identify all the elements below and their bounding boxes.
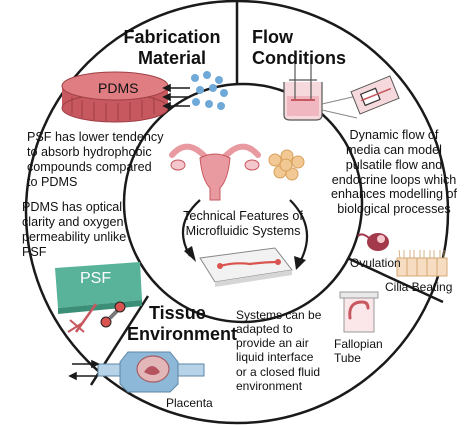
- inner-arrow-left: [181, 199, 201, 262]
- fabrication-title-line2: Material: [137, 48, 207, 69]
- microfluidic-chip-icon: [199, 247, 293, 287]
- fabrication-text-1-line: to absorb hydrophobic: [27, 144, 152, 159]
- pdms-label: PDMS: [98, 80, 139, 96]
- cilia-epithelium-icon: [396, 249, 448, 277]
- center-text: Technical Features of Microfluidic Syste…: [163, 209, 323, 239]
- tissue-text-line: Systems can be: [236, 308, 322, 322]
- fabrication-text-2-line: permeability unlike: [22, 229, 127, 244]
- flow-text-line: endocrine loops which: [331, 172, 457, 187]
- particles-arrows: [162, 83, 190, 111]
- fallopian-label-line: Fallopian: [334, 337, 383, 351]
- tissue-text-line: provide an air: [236, 336, 309, 351]
- placenta-flow-arrows: [68, 359, 100, 381]
- flow-chip-icon: [350, 75, 400, 115]
- oocyte-cluster-icon: [268, 149, 305, 181]
- microparticles-icon: [191, 71, 228, 110]
- fabrication-text-1-line: PSF has lower tendency: [27, 130, 164, 144]
- flow-title: Flow Conditions: [252, 27, 346, 69]
- tubing-connector-icon: [67, 301, 126, 333]
- tissue-title: Tissue Environment: [127, 303, 237, 345]
- flow-title-line2: Conditions: [252, 48, 346, 69]
- flow-text-line: pulsatile flow and: [345, 157, 443, 172]
- tissue-text-line: adapted to: [236, 322, 293, 337]
- fallopian-label-line: Tube: [334, 351, 361, 366]
- placenta-chip-icon: [97, 351, 205, 393]
- flow-text-line: biological processes: [337, 202, 451, 217]
- center-text-line1: Technical Features of: [183, 209, 303, 223]
- flow-text-line: enhances modelling of: [330, 187, 458, 202]
- uterus-icon: [169, 143, 261, 201]
- fallopian-tube-well-icon: [339, 291, 379, 333]
- fabrication-title-line1: Fabrication: [123, 27, 221, 47]
- tissue-text-line: or a closed fluid: [236, 364, 321, 379]
- fabrication-title: Fabrication Material: [108, 27, 236, 69]
- flow-title-line1: Flow: [252, 27, 293, 47]
- fabrication-text-2-line: clarity and oxygen: [22, 214, 124, 229]
- ovary-icon: [357, 233, 389, 251]
- fabrication-text-1-line: to PDMS: [27, 174, 78, 189]
- center-text-line2: Microfluidic Systems: [185, 223, 301, 238]
- psf-label: PSF: [80, 270, 112, 287]
- transwell-flow-icon: [283, 62, 323, 121]
- fabrication-text-2-line: PSF: [22, 244, 47, 259]
- flow-text: Dynamic flow of media can model pulsatil…: [318, 128, 470, 217]
- fabrication-text-1: PSF has lower tendency to absorb hydroph…: [27, 130, 164, 189]
- fabrication-text-2-line: PDMS has optical: [22, 200, 123, 214]
- fabrication-text-2: PDMS has optical clarity and oxygen perm…: [22, 200, 126, 259]
- flow-text-line: Dynamic flow of: [349, 128, 439, 142]
- tissue-text-line: environment: [236, 378, 303, 393]
- tissue-title-line1: Tissue: [149, 303, 206, 323]
- ovulation-label: Ovulation: [350, 256, 401, 270]
- tissue-text: Systems can be adapted to provide an air…: [236, 308, 321, 393]
- tissue-title-line2: Environment: [127, 324, 238, 345]
- inner-arrow-right: [289, 199, 309, 270]
- fallopian-label: Fallopian Tube: [334, 337, 383, 365]
- placenta-label: Placenta: [166, 396, 213, 410]
- fabrication-text-1-line: compounds compared: [27, 159, 152, 174]
- flow-text-line: media can model: [346, 142, 442, 157]
- tissue-text-line: liquid interface: [236, 350, 314, 365]
- flow-zoom-lines: [321, 95, 358, 119]
- cilia-label: Cilia Beating: [385, 280, 453, 294]
